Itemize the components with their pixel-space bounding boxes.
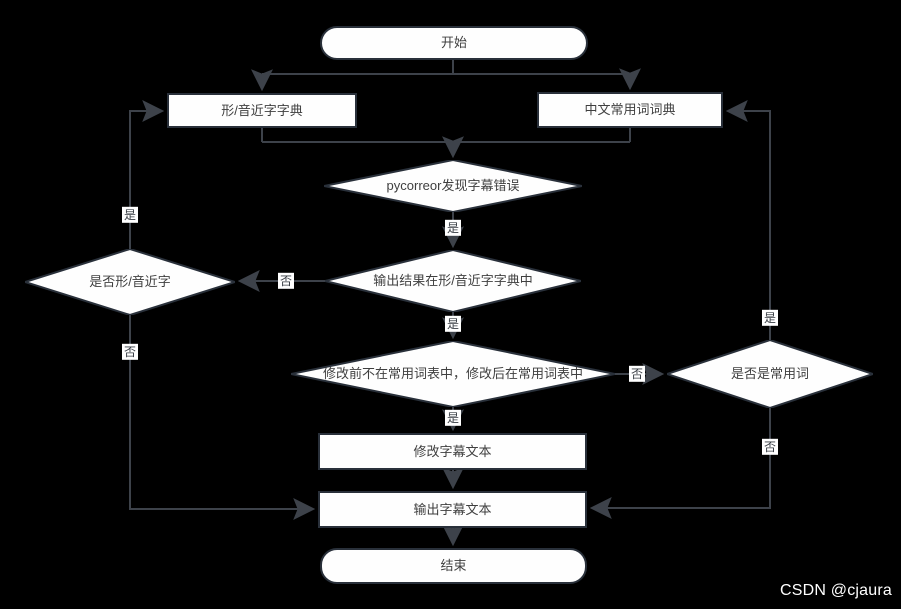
node-dict-common-words-label: 中文常用词词典: [584, 102, 676, 118]
edge-label-wordlist-no: 否: [628, 365, 646, 383]
node-dict-near-char: 形/音近字字典: [167, 93, 357, 128]
decision-is-near-char-label: 是否形/音近字: [89, 274, 171, 290]
node-end: 结束: [320, 548, 587, 584]
decision-result-in-dict: 输出结果在形/音近字字典中: [325, 250, 581, 312]
node-modify-subtitle: 修改字幕文本: [318, 433, 587, 470]
diamond-shape-icon: [325, 250, 581, 312]
diamond-shape-icon: [291, 341, 615, 407]
decision-pycorrector-error-label: pycorreor发现字幕错误: [386, 178, 520, 194]
decision-is-common-word-label: 是否是常用词: [730, 366, 809, 382]
node-end-label: 结束: [440, 558, 467, 574]
watermark: CSDN @cjaura: [779, 582, 892, 599]
decision-is-near-char: 是否形/音近字: [25, 249, 235, 315]
node-output-subtitle: 输出字幕文本: [318, 491, 587, 528]
edge-label-in-dict-no: 否: [277, 272, 295, 290]
edge-label-in-dict-yes: 是: [444, 315, 462, 333]
diamond-shape-icon: [25, 249, 235, 315]
decision-wordlist-check: 修改前不在常用词表中，修改后在常用词表中: [291, 341, 615, 407]
edge-label-error-yes: 是: [444, 219, 462, 237]
edge-label-common-word-yes: 是: [761, 309, 779, 327]
edge-label-near-char-no: 否: [121, 343, 139, 361]
edge-label-wordlist-yes: 是: [444, 409, 462, 427]
diamond-shape-icon: [324, 160, 582, 212]
decision-wordlist-check-label: 修改前不在常用词表中，修改后在常用词表中: [322, 366, 583, 382]
decision-result-in-dict-label: 输出结果在形/音近字字典中: [373, 273, 533, 289]
node-modify-subtitle-label: 修改字幕文本: [413, 443, 492, 459]
node-start-label: 开始: [440, 35, 467, 51]
node-start: 开始: [320, 26, 588, 60]
node-dict-near-char-label: 形/音近字字典: [221, 102, 303, 118]
decision-is-common-word: 是否是常用词: [667, 340, 873, 408]
node-output-subtitle-label: 输出字幕文本: [413, 501, 492, 517]
diamond-shape-icon: [667, 340, 873, 408]
node-dict-common-words: 中文常用词词典: [537, 92, 723, 128]
edge-label-near-char-yes: 是: [121, 206, 139, 224]
edge-label-common-word-no: 否: [761, 438, 779, 456]
decision-pycorrector-error: pycorreor发现字幕错误: [324, 160, 582, 212]
